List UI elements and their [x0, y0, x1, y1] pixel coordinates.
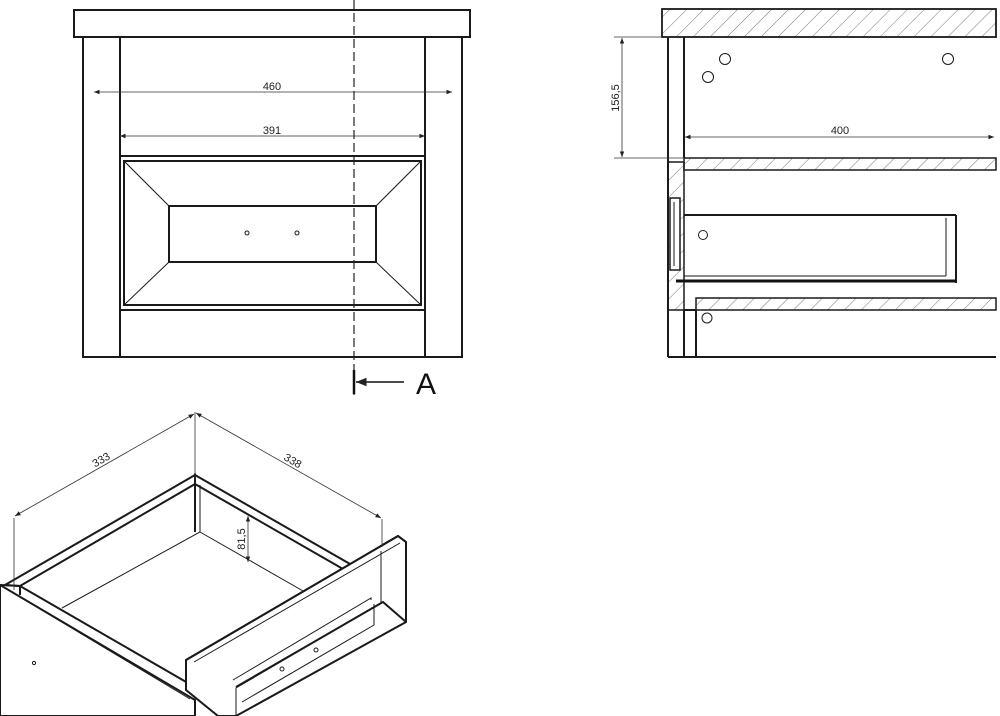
drawer-knob-hole [294, 230, 300, 236]
dim-label-400: 400 [831, 125, 849, 137]
dowel-hole [701, 312, 713, 324]
dimension-460: 460 [94, 81, 452, 95]
drawer-knob-hole [244, 230, 250, 236]
dowel-hole [719, 53, 731, 65]
front-drawer-panel [119, 155, 426, 311]
front-right-leg [424, 36, 463, 358]
side-section-view: 400 156,5 [610, 8, 997, 358]
dowel-hole [698, 230, 708, 240]
section-marker: A [352, 368, 436, 401]
dimension-156-5: 156,5 [610, 36, 684, 159]
dimension-81-5: 81,5 [236, 516, 251, 562]
dim-label-338: 338 [282, 452, 304, 472]
isometric-drawer-view: 333 338 81,5 [0, 412, 407, 716]
dim-label-460: 460 [263, 81, 281, 93]
side-bottom-shelf [695, 297, 997, 311]
dimension-400: 400 [685, 125, 994, 140]
side-drawer-box [676, 214, 957, 283]
dimension-391: 391 [120, 125, 425, 139]
dimension-338: 338 [195, 412, 383, 547]
dowel-hole [942, 53, 954, 65]
front-top-panel [73, 9, 471, 38]
dim-label-156-5: 156,5 [610, 84, 622, 112]
side-top-panel [661, 8, 997, 38]
iso-drawer-front [185, 534, 407, 716]
side-middle-shelf [683, 157, 997, 171]
front-left-leg [82, 36, 121, 358]
dim-label-81-5: 81,5 [236, 528, 248, 549]
section-label-a: A [416, 368, 436, 401]
dim-label-333: 333 [91, 451, 113, 471]
dim-label-391: 391 [263, 125, 281, 137]
front-view: 460 391 A [73, 0, 471, 401]
dowel-hole [702, 71, 714, 83]
side-knob [669, 197, 681, 271]
